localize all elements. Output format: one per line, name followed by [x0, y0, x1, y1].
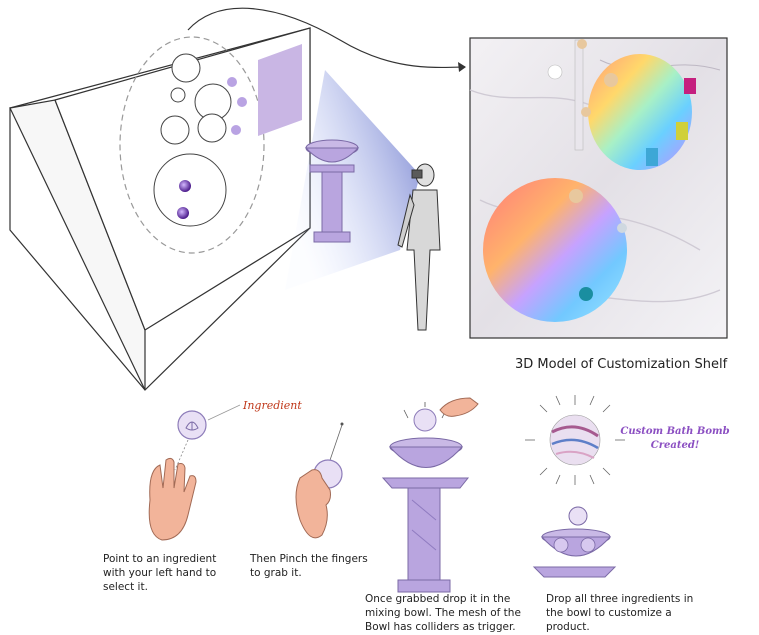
step2-caption: Then Pinch the fingers to grab it.: [250, 553, 368, 579]
wall-ingredient-ball-1: [179, 180, 191, 192]
wall-ingredient-2: [237, 97, 247, 107]
pedestal-scene: [304, 139, 360, 243]
step1-illustration: [148, 404, 241, 541]
step1-caption: Point to an ingredient with your left ha…: [103, 553, 217, 593]
created-label: Custom Bath Bomb Created!: [620, 426, 730, 451]
wall-ingredient-1: [227, 77, 237, 87]
step3-illustration: [381, 397, 479, 593]
shelf-highlight-outline: [119, 36, 265, 254]
wall-shelf-circles: [153, 53, 232, 227]
ingredient-label: Ingredient: [243, 399, 302, 412]
shelf-3d-render: [469, 37, 728, 339]
wall-ingredient-3: [231, 125, 241, 135]
step3-caption: Once grabbed drop it in the mixing bowl.…: [365, 593, 521, 633]
zoom-arrow-head: [458, 62, 466, 72]
step2-illustration: [295, 422, 344, 539]
model-title: 3D Model of Customization Shelf: [515, 357, 728, 372]
wall-ingredient-ball-2: [177, 207, 189, 219]
person-with-headset: [397, 163, 441, 331]
step4-caption: Drop all three ingredients in the bowl t…: [546, 593, 694, 633]
zoom-arrow: [187, 7, 466, 69]
wall-display-panel: [258, 44, 302, 136]
step4-illustration: [525, 395, 625, 578]
